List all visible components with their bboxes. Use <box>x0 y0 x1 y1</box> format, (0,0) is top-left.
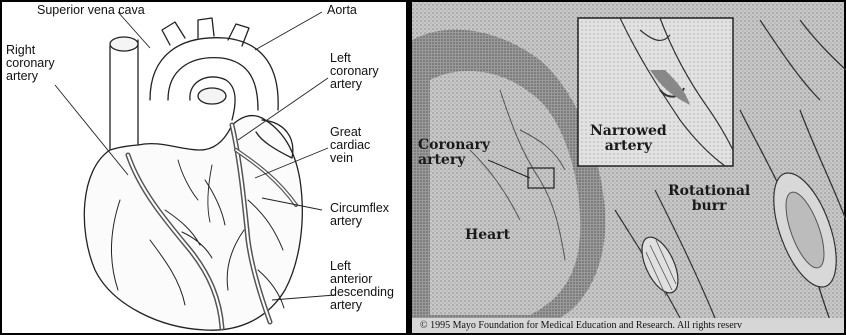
label-left-coronary-artery: Left coronary artery <box>330 52 379 91</box>
copyright-notice: © 1995 Mayo Foundation for Medical Educa… <box>420 320 846 331</box>
label-narrowed-artery: Narrowed artery <box>590 124 667 154</box>
label-coronary-artery: Coronary artery <box>418 138 490 168</box>
panel-divider <box>406 0 412 335</box>
label-heart: Heart <box>465 228 510 243</box>
heart-illustration <box>84 18 302 330</box>
label-left-anterior-descending-artery: Left anterior descending artery <box>330 260 394 312</box>
label-circumflex-artery: Circumflex artery <box>330 202 389 228</box>
label-great-cardiac-vein: Great cardiac vein <box>330 126 370 165</box>
label-rotational-burr: Rotational burr <box>668 184 750 214</box>
label-right-coronary-artery: Right coronary artery <box>6 44 55 83</box>
label-aorta: Aorta <box>327 4 357 17</box>
label-superior-vena-cava: Superior vena cava <box>37 4 145 17</box>
